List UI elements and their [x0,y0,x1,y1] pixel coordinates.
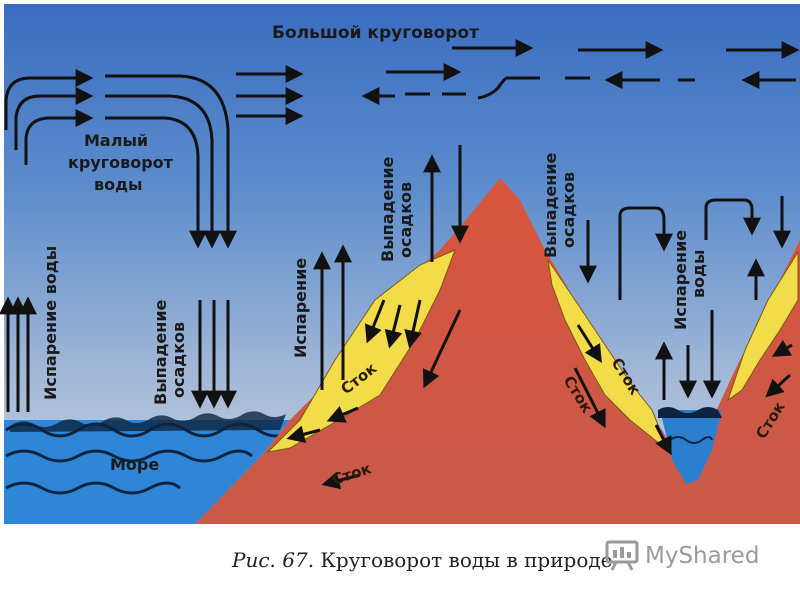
arrows-evaporation-left [0,296,37,412]
label-precip-left-line1: Выпадение [151,299,170,405]
presentation-board-icon [605,540,639,571]
arrows-evaporation-right [618,198,765,400]
runoff-slope-right [547,259,670,452]
label-sea: Море [110,455,159,474]
arrows-mid-vertical [423,145,469,262]
arrows-small-cycle [4,69,237,249]
label-evaporation-right-line2: воды [689,249,708,298]
figure-caption: Рис. 67. Круговорот воды в природе [232,548,613,582]
sea-wave-crests [10,411,286,432]
valley-lake-wave [669,436,713,444]
arrows-big-cycle [236,39,800,125]
arrows-precipitation-right [579,196,791,284]
arrows-return-dashed [361,71,796,105]
caption-number: Рис. 67. [232,548,315,572]
label-precip-mid-line2: осадков [396,182,415,258]
runoff-slope-far-right [727,250,799,402]
label-small-cycle-line3: воды [94,175,143,194]
label-evaporation-right-line1: Испарение [671,230,690,330]
arrows-evaporation-mid [313,244,352,390]
valley-lake-surface [658,407,722,418]
runoff-slope-left [266,249,456,453]
label-small-cycle-line2: круговорот [68,153,174,172]
label-evaporation-mid: Испарение [291,258,310,358]
label-big-cycle: Большой круговорот [272,23,479,43]
watermark-text: MyShared [645,543,760,569]
arrows-precipitation-left [191,300,237,409]
valley-lake [660,410,722,484]
watermark: MyShared [605,536,795,576]
label-precip-right-line2: осадков [559,172,578,248]
label-precip-mid-line1: Выпадение [378,156,397,262]
sea [4,420,290,524]
caption-text: Круговорот воды в природе [320,548,613,572]
mountain [195,178,800,524]
label-evaporation-water: Испарение воды [41,246,60,400]
arrows-runoff [286,299,793,490]
label-small-cycle-line1: Малый [84,131,148,150]
label-precip-right-line1: Выпадение [541,152,560,258]
label-precip-left-line2: осадков [169,322,188,398]
